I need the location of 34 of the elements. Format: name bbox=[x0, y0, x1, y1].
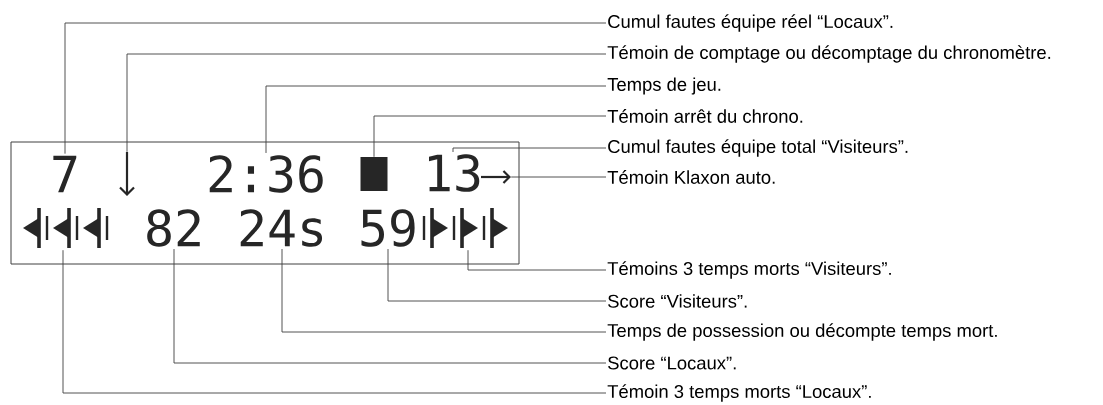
callout-text: Cumul fautes équipe réel “Locaux”. bbox=[608, 14, 893, 32]
leader-line bbox=[281, 248, 607, 333]
leader-line bbox=[126, 53, 607, 153]
display-digits: 24s bbox=[240, 209, 323, 247]
leader-line bbox=[173, 248, 607, 364]
callout-text: Score “Locaux”. bbox=[608, 356, 736, 370]
display-frame bbox=[10, 141, 520, 265]
leader-line bbox=[265, 85, 607, 154]
display-digits: 82 bbox=[147, 209, 200, 247]
stop-square-icon bbox=[360, 157, 388, 191]
callout-text: Cumul fautes équipe total “Visiteurs”. bbox=[608, 139, 908, 157]
leader-line bbox=[452, 147, 607, 153]
callout-text: Témoin Klaxon auto. bbox=[607, 170, 775, 184]
leader-line bbox=[510, 176, 607, 178]
horn-arrow-icon bbox=[481, 170, 511, 184]
display-digits: 59 bbox=[361, 209, 415, 247]
callout-text: Témoin arrêt du chrono. bbox=[607, 109, 803, 123]
display-digits: 7 bbox=[53, 155, 77, 193]
timeout-icons bbox=[422, 208, 508, 248]
leader-line bbox=[64, 22, 607, 155]
timeout-icons bbox=[23, 208, 109, 248]
display-digits: 13 bbox=[429, 154, 480, 192]
callout-text: Temps de possession ou décompte temps mort. bbox=[607, 323, 997, 341]
callout-text: Score “Visiteurs”. bbox=[608, 294, 747, 308]
callout-text: Témoin de comptage ou décomptage du chronomètre. bbox=[607, 45, 1051, 63]
down-arrow-icon bbox=[119, 152, 135, 196]
leader-line bbox=[373, 115, 607, 158]
leader-line bbox=[387, 248, 607, 302]
callout-text: Temps de jeu. bbox=[607, 77, 721, 95]
leader-line bbox=[467, 249, 607, 271]
display-digits: 2:36 bbox=[209, 155, 323, 193]
callout-text: Témoins 3 temps morts “Visiteurs”. bbox=[607, 261, 891, 279]
leader-line bbox=[62, 249, 607, 394]
callout-text: Témoin 3 temps morts “Locaux”. bbox=[607, 384, 871, 402]
